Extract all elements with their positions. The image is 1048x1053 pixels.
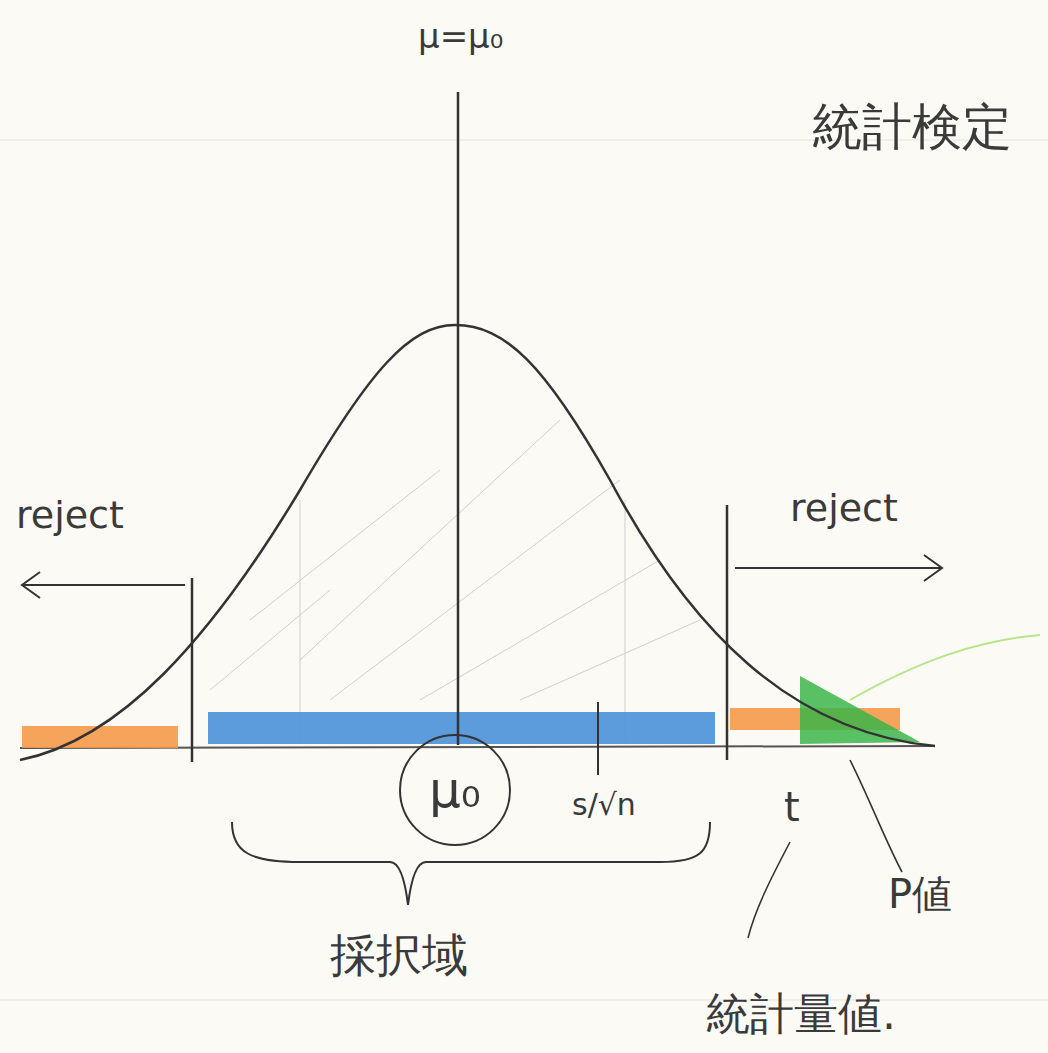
reject-label: reject bbox=[790, 488, 898, 530]
p-value-label: P値 bbox=[888, 872, 952, 916]
reject-band bbox=[22, 726, 178, 748]
tick bbox=[597, 702, 599, 775]
reject-arrows bbox=[22, 555, 942, 598]
p-value-area bbox=[800, 676, 920, 744]
leader-line bbox=[850, 760, 902, 872]
node-text: μ₀ bbox=[429, 763, 481, 818]
brace bbox=[232, 822, 710, 905]
statistic-value-label: 統計量値. bbox=[706, 990, 896, 1038]
hatching bbox=[210, 420, 700, 740]
acceptance-region-label: 採択域 bbox=[330, 930, 468, 981]
se-label: s/√n bbox=[572, 788, 636, 821]
highlight-stroke bbox=[850, 635, 1040, 700]
leader-line bbox=[748, 842, 790, 938]
mean-label: μ=μ₀ bbox=[418, 18, 503, 55]
reject-label: reject bbox=[16, 495, 124, 537]
accept-band bbox=[208, 712, 715, 744]
title: 統計検定 bbox=[812, 100, 1012, 155]
mean-circle: μ₀ bbox=[399, 734, 511, 846]
critical-line bbox=[726, 505, 729, 760]
statistic-symbol: t bbox=[784, 785, 800, 829]
density-curve bbox=[20, 325, 935, 760]
ruled-lines bbox=[0, 140, 1048, 1000]
mean-line bbox=[457, 92, 460, 745]
critical-line bbox=[191, 578, 194, 762]
